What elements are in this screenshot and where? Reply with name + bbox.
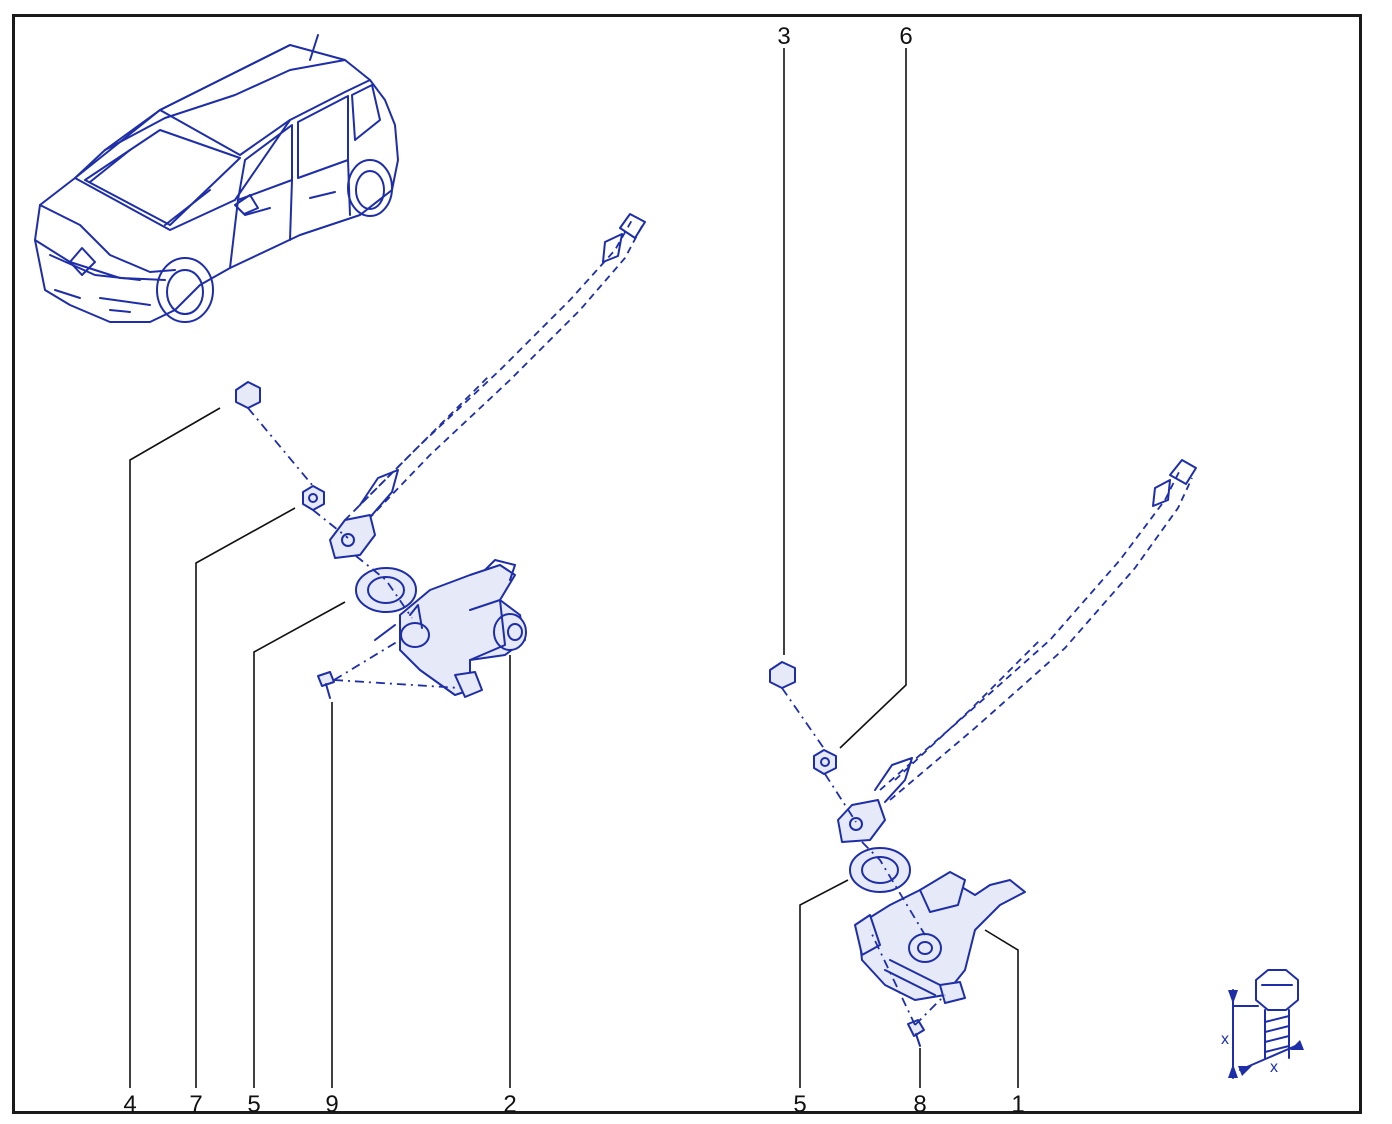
part-label-6: 6: [899, 23, 912, 50]
part-label-2: 2: [503, 1091, 516, 1118]
bolt-dim-vertical-label: x: [1221, 1031, 1229, 1048]
part-label-5-right: 5: [793, 1091, 806, 1118]
part-label-3: 3: [777, 23, 790, 50]
leader-4: [129, 407, 221, 1088]
part-label-4: 4: [123, 1091, 136, 1118]
leader-5a: [253, 601, 346, 1088]
leader-5b: [799, 879, 849, 1088]
part-label-1: 1: [1011, 1091, 1024, 1118]
leader-6: [839, 48, 907, 749]
leader-1: [984, 929, 1019, 1088]
part-label-8: 8: [913, 1091, 926, 1118]
car-illustration: [34, 34, 399, 323]
bolt-dim-horizontal-label: x: [1270, 1059, 1278, 1076]
part-label-5-left: 5: [247, 1091, 260, 1118]
part-label-9: 9: [325, 1091, 338, 1118]
leader-7: [195, 507, 296, 1088]
right-wiper-assembly: [769, 459, 1197, 1047]
left-wiper-assembly: [235, 213, 646, 699]
part-label-7: 7: [189, 1091, 202, 1118]
bolt-torque-symbol: [1228, 969, 1304, 1079]
